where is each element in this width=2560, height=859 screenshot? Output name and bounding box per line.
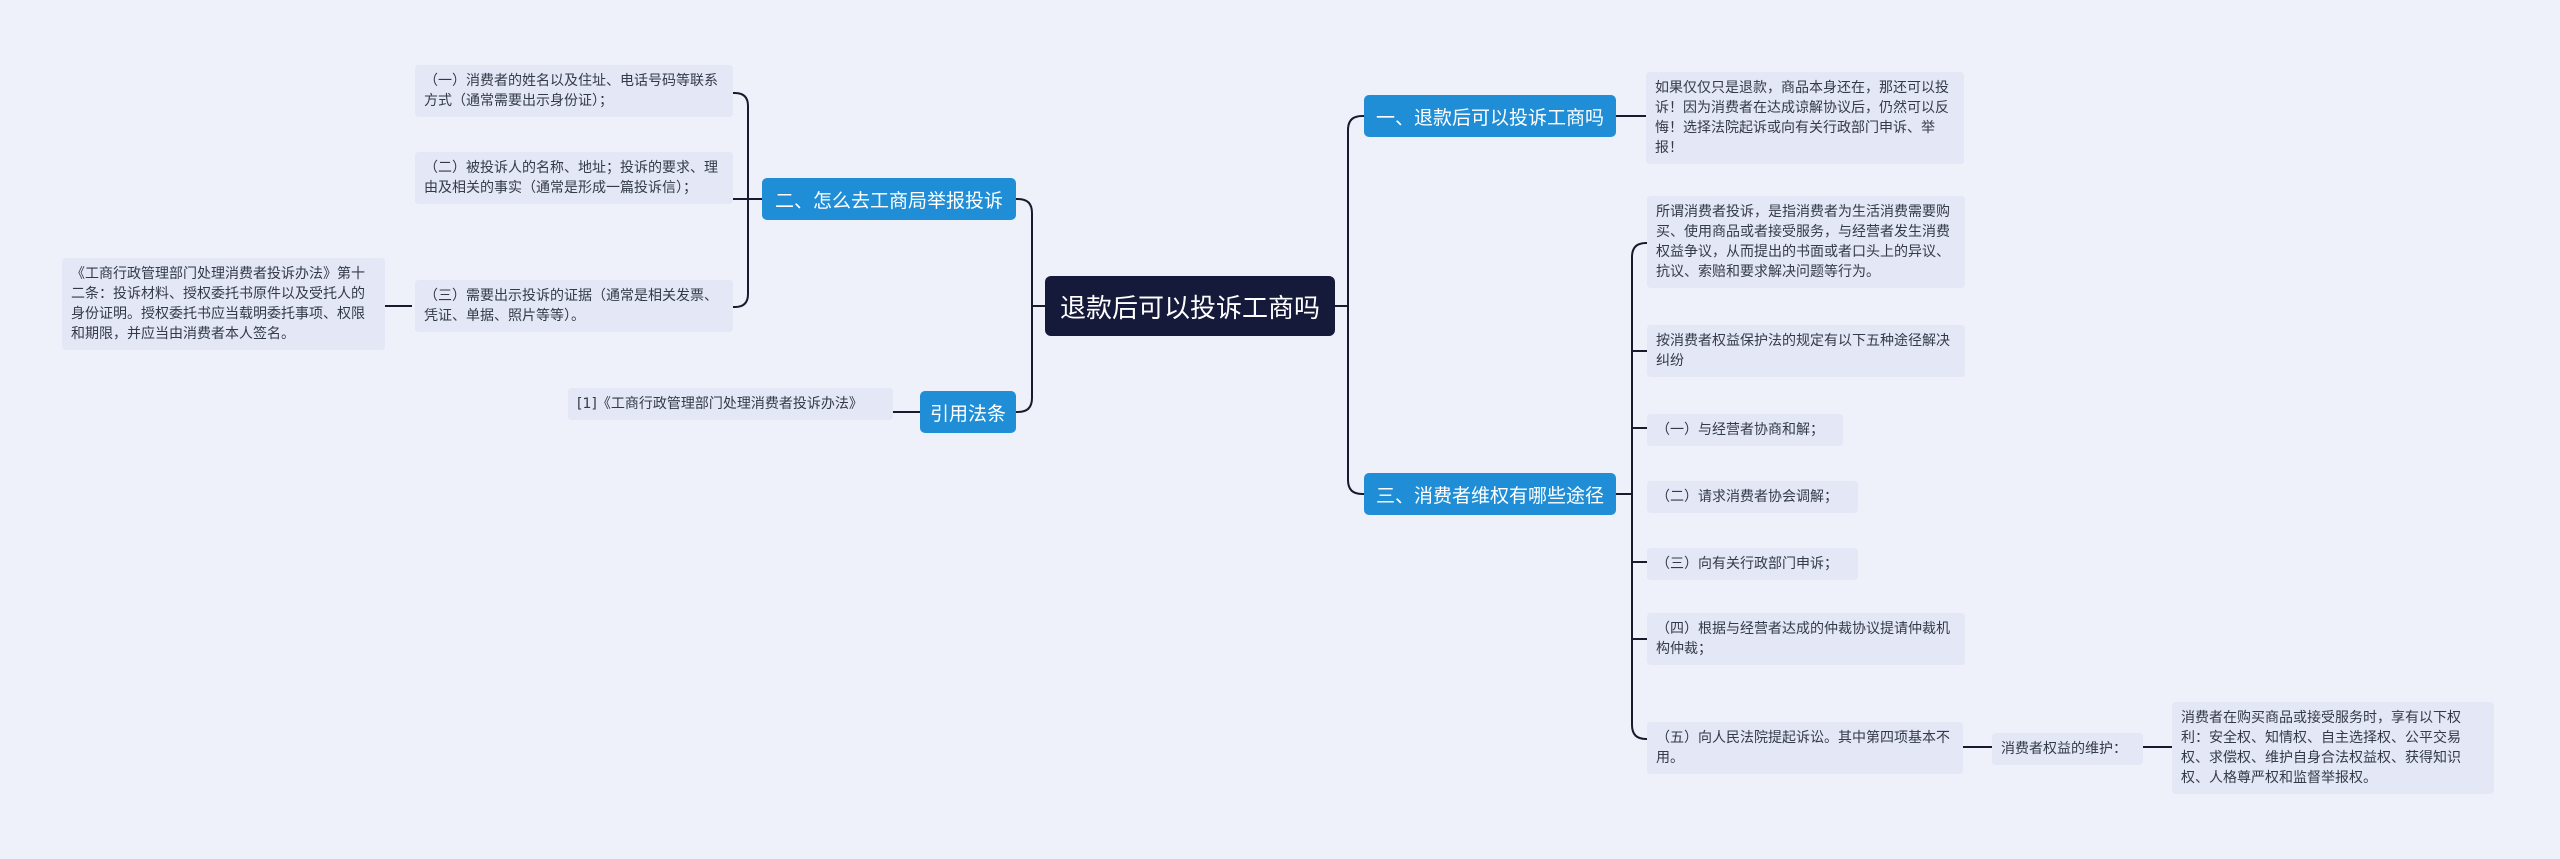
leaf-route-litigation[interactable]: （五）向人民法院提起诉讼。其中第四项基本不用。 bbox=[1647, 722, 1963, 774]
link-root-b3 bbox=[1347, 306, 1364, 495]
branch-cited-law[interactable]: 引用法条 bbox=[920, 391, 1016, 433]
link-b2-leaf3 bbox=[733, 199, 749, 308]
branch-how-to-report[interactable]: 二、怎么去工商局举报投诉 bbox=[762, 178, 1016, 220]
leaf-consumer-rights-list[interactable]: 消费者在购买商品或接受服务时，享有以下权利：安全权、知情权、自主选择权、公平交易… bbox=[2172, 702, 2494, 794]
leaf-report-law-article[interactable]: 《工商行政管理部门处理消费者投诉办法》第十二条：投诉材料、授权委托书原件以及受托… bbox=[62, 258, 385, 350]
link-b2-leaf1 bbox=[733, 92, 749, 199]
leaf-route-arbitration[interactable]: （四）根据与经营者达成的仲裁协议提请仲裁机构仲裁； bbox=[1647, 613, 1965, 665]
leaf-cited-law[interactable]: [1]《工商行政管理部门处理消费者投诉办法》 bbox=[568, 388, 893, 420]
leaf-complaint-definition[interactable]: 所谓消费者投诉，是指消费者为生活消费需要购买、使用商品或者接受服务，与经营者发生… bbox=[1647, 196, 1965, 288]
link-root-b2 bbox=[1016, 198, 1045, 307]
leaf-route-negotiate[interactable]: （一）与经营者协商和解； bbox=[1647, 414, 1843, 446]
branch-consumer-rights-routes[interactable]: 三、消费者维权有哪些途径 bbox=[1364, 473, 1616, 515]
leaf-route-mediation[interactable]: （二）请求消费者协会调解； bbox=[1647, 481, 1858, 513]
branch-refund-complaint[interactable]: 一、退款后可以投诉工商吗 bbox=[1364, 95, 1616, 137]
link-b3-bottom bbox=[1631, 494, 1647, 740]
link-root-b4 bbox=[1016, 306, 1033, 413]
link-b3-top bbox=[1631, 242, 1647, 494]
leaf-route-administrative[interactable]: （三）向有关行政部门申诉； bbox=[1647, 548, 1858, 580]
leaf-report-item-3[interactable]: （三）需要出示投诉的证据（通常是相关发票、凭证、单据、照片等等）。 bbox=[415, 280, 733, 332]
link-root-b1 bbox=[1335, 115, 1364, 307]
root-topic[interactable]: 退款后可以投诉工商吗 bbox=[1045, 276, 1335, 336]
leaf-rights-protection[interactable]: 消费者权益的维护： bbox=[1992, 733, 2143, 765]
leaf-report-item-1[interactable]: （一）消费者的姓名以及住址、电话号码等联系方式（通常需要出示身份证）； bbox=[415, 65, 733, 117]
leaf-five-routes-intro[interactable]: 按消费者权益保护法的规定有以下五种途径解决纠纷 bbox=[1647, 325, 1965, 377]
leaf-report-item-2[interactable]: （二）被投诉人的名称、地址；投诉的要求、理由及相关的事实（通常是形成一篇投诉信）… bbox=[415, 152, 733, 204]
leaf-refund-answer[interactable]: 如果仅仅只是退款，商品本身还在，那还可以投诉！因为消费者在达成谅解协议后，仍然可… bbox=[1646, 72, 1964, 164]
